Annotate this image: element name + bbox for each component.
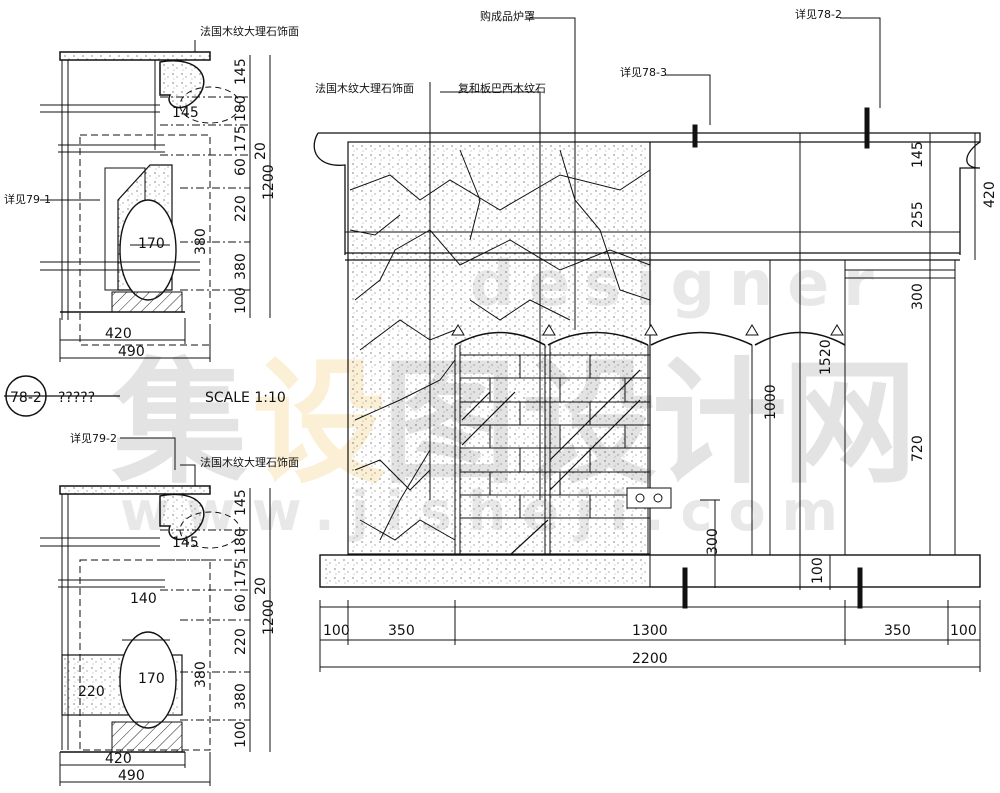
dim-elev-420: 420 bbox=[982, 181, 998, 208]
annotation-marble-main: 法国木纹大理石饰面 bbox=[315, 81, 414, 95]
marble-veins bbox=[349, 149, 651, 541]
dim-top-width-outer: 490 bbox=[118, 344, 145, 360]
dim-elev-300-socket: 300 bbox=[705, 528, 721, 555]
elevation-bottom-dims: 100 350 1300 350 100 2200 bbox=[323, 623, 977, 667]
watermark-char: 计 bbox=[652, 345, 787, 502]
bottom-vertical-dims: 145 180 175 60 220 380 100 20 1200 380 bbox=[193, 489, 277, 748]
dim-bottom-total: 1200 bbox=[261, 599, 277, 635]
elevation bbox=[313, 17, 981, 672]
section-code: 78-2 bbox=[10, 390, 42, 406]
dim-elev-1000: 1000 bbox=[763, 384, 779, 420]
top-vertical-dims: 145 180 175 60 220 380 100 20 1200 380 bbox=[193, 58, 277, 314]
dim-bottom-width-inner: 420 bbox=[105, 751, 132, 767]
dim-top-60-v: 60 bbox=[233, 158, 249, 176]
dim-bottom-60-v: 60 bbox=[233, 594, 249, 612]
dim-bottom-175-v: 175 bbox=[233, 560, 249, 587]
dim-top-380-v: 380 bbox=[233, 253, 249, 280]
dim-bottom-170: 170 bbox=[138, 671, 165, 687]
dim-bottom-140: 140 bbox=[130, 591, 157, 607]
dim-top-175-v: 175 bbox=[233, 125, 249, 152]
dim-bottom-380-inner: 380 bbox=[193, 661, 209, 688]
glass-screen bbox=[461, 369, 641, 556]
dim-elev-255: 255 bbox=[910, 201, 926, 228]
dim-top-100-v: 100 bbox=[233, 287, 249, 314]
dim-bottom-1: 350 bbox=[388, 623, 415, 639]
section-name: ????? bbox=[58, 390, 95, 406]
dim-bottom-0: 100 bbox=[323, 623, 350, 639]
dim-top-145: 145 bbox=[172, 105, 199, 121]
dim-top-145-v: 145 bbox=[233, 58, 249, 85]
dim-bottom-220: 220 bbox=[78, 684, 105, 700]
dim-bottom-145: 145 bbox=[172, 535, 199, 551]
dim-elev-145: 145 bbox=[910, 141, 926, 168]
dim-bottom-100-v: 100 bbox=[233, 721, 249, 748]
dim-bottom-380-v: 380 bbox=[233, 683, 249, 710]
dim-elev-1520: 1520 bbox=[818, 339, 834, 375]
dim-bottom-180-v: 180 bbox=[233, 528, 249, 555]
marble-cap bbox=[59, 51, 211, 61]
brick-wall bbox=[459, 354, 651, 556]
annotation-marble-top: 法国木纹大理石饰面 bbox=[200, 24, 299, 38]
dim-bottom-width-outer: 490 bbox=[118, 768, 145, 784]
section-scale: SCALE 1:10 bbox=[205, 390, 286, 406]
section-bottom bbox=[40, 437, 271, 786]
annotation-detail-79-2: 详见79-2 bbox=[70, 431, 117, 445]
section-label: 78-2 ????? SCALE 1:10 bbox=[4, 375, 286, 417]
watermark-char: 网 bbox=[782, 345, 917, 502]
dim-top-width-inner: 420 bbox=[105, 326, 132, 342]
dim-top-220-v: 220 bbox=[233, 195, 249, 222]
annotation-detail-78-3: 详见78-3 bbox=[620, 65, 667, 79]
annotation-detail-78-2: 详见78-2 bbox=[795, 7, 842, 21]
dim-elev-720: 720 bbox=[910, 435, 926, 462]
dim-total-width: 2200 bbox=[632, 651, 668, 667]
dim-bottom-220-v: 220 bbox=[233, 628, 249, 655]
section-top bbox=[40, 40, 271, 362]
annotation-hood: 购成品炉罩 bbox=[480, 9, 535, 23]
dim-bottom-3: 350 bbox=[884, 623, 911, 639]
dim-top-170: 170 bbox=[138, 236, 165, 252]
dim-top-380-inner: 380 bbox=[193, 228, 209, 255]
annotation-composite-wood: 复和板巴西木纹石 bbox=[458, 81, 546, 95]
marble-cap bbox=[59, 485, 211, 495]
dim-elev-300: 300 bbox=[910, 283, 926, 310]
finials bbox=[451, 324, 844, 336]
dim-elev-100: 100 bbox=[810, 557, 826, 584]
dim-top-total: 1200 bbox=[261, 164, 277, 200]
scroll-bracket bbox=[159, 60, 205, 109]
marble-panel bbox=[347, 141, 651, 555]
dim-top-180-v: 180 bbox=[233, 95, 249, 122]
dim-bottom-4: 100 bbox=[950, 623, 977, 639]
watermark-char: 集 bbox=[111, 345, 247, 502]
dim-bottom-145-v: 145 bbox=[233, 489, 249, 516]
section-markers bbox=[682, 107, 870, 609]
elevation-vertical-dims: 145 255 300 720 420 1520 1000 300 100 bbox=[705, 141, 998, 584]
annotation-marble-bottom: 法国木纹大理石饰面 bbox=[200, 455, 299, 469]
hearth bbox=[111, 291, 183, 313]
dim-bottom-2: 1300 bbox=[632, 623, 668, 639]
dim-bottom-20: 20 bbox=[253, 577, 269, 595]
annotation-detail-79-1: 详见79-1 bbox=[4, 192, 51, 206]
dim-top-20: 20 bbox=[253, 142, 269, 160]
socket bbox=[626, 487, 672, 509]
